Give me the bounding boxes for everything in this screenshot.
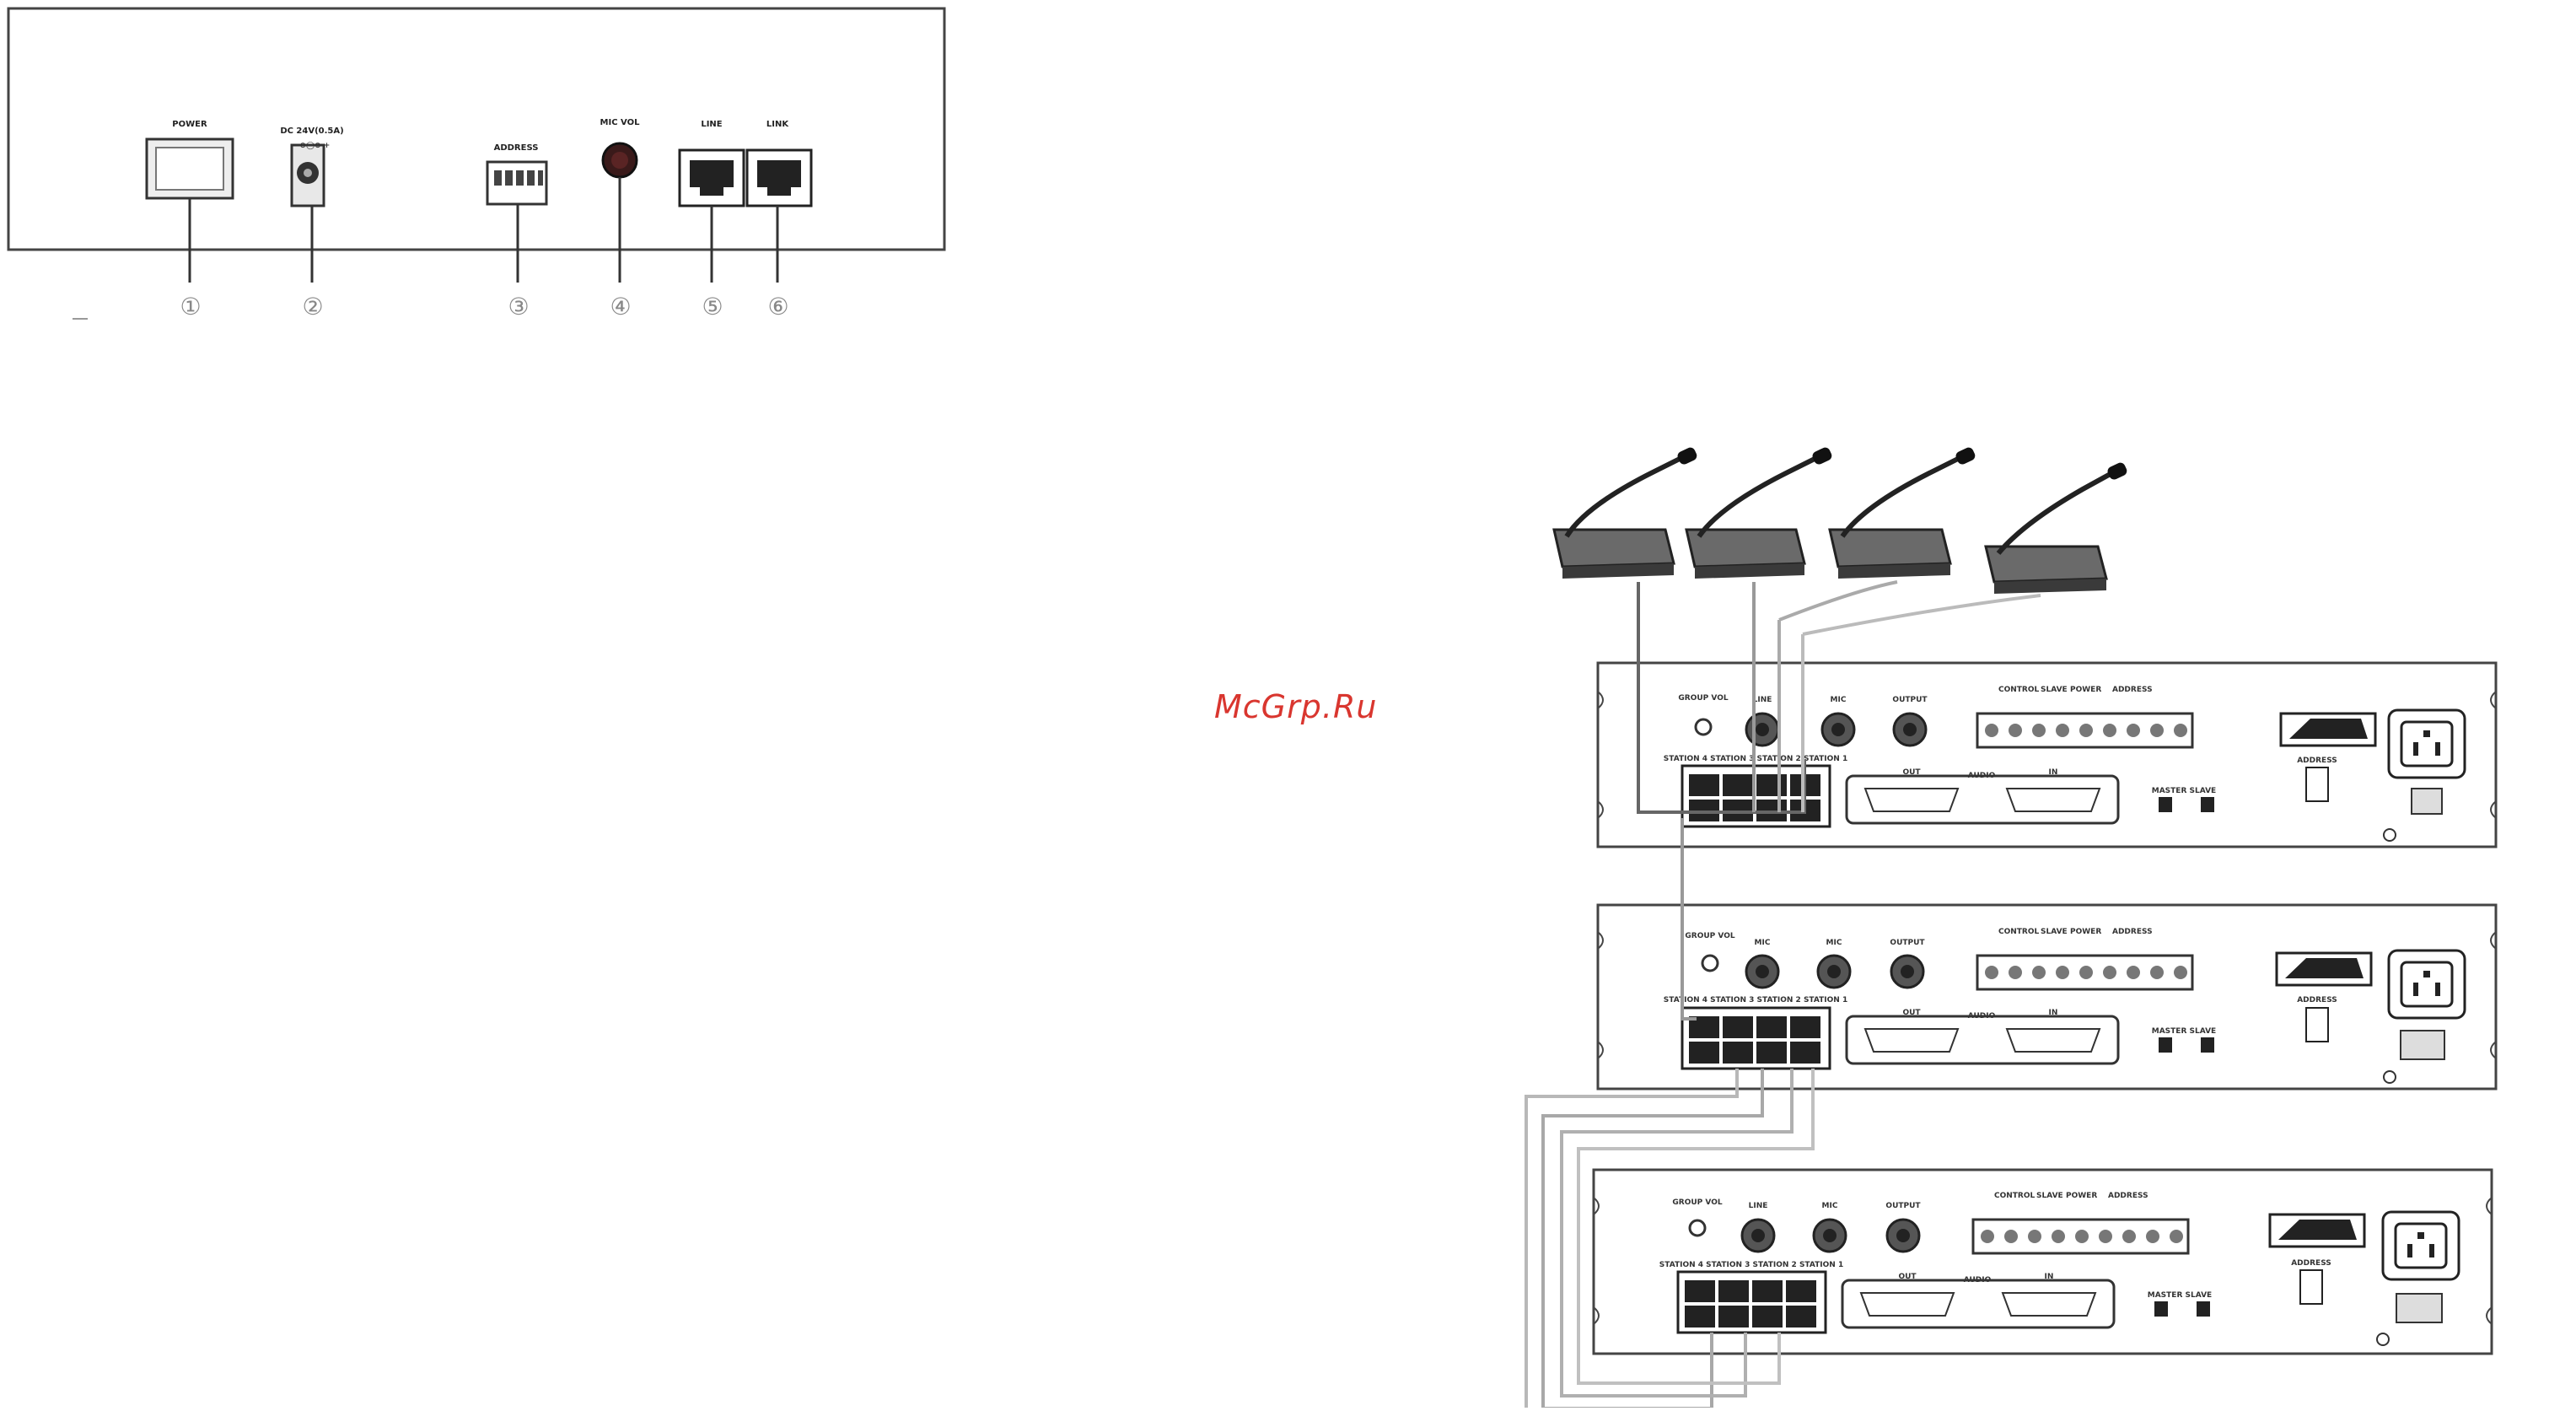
power-switch: POWER	[145, 120, 234, 200]
unit2-term-address: ADDRESS	[2112, 928, 2153, 936]
line-label: LINE	[701, 120, 722, 129]
rack-unit-2: GROUP VOL MIC MIC OUTPUT CONTROL SLAVE P…	[1596, 903, 2498, 1091]
dc-label: DC 24V(0.5A)	[280, 127, 343, 136]
cable-cascade-4	[1577, 1069, 1815, 1385]
unit3-link-label: AUDIO	[1964, 1276, 1992, 1284]
paging-microphone-2	[1685, 447, 1832, 579]
unit3-db25-in: IN	[2045, 1273, 2054, 1281]
unit2-jack1-label: MIC	[1755, 939, 1771, 947]
dc-polarity: − ⊖◯⊕ +	[291, 142, 331, 150]
unit3-group-vol-label: GROUP VOL	[1672, 1198, 1722, 1207]
link-label: LINK	[766, 120, 789, 129]
unit3-term-slave: SLAVE	[2036, 1192, 2063, 1200]
unit1-term-address: ADDRESS	[2112, 686, 2153, 694]
rack-unit-3: GROUP VOL LINE MIC OUTPUT CONTROL SLAVE …	[1592, 1168, 2493, 1355]
panel-outline	[7, 7, 946, 251]
unit1-jack1-label: LINE	[1753, 696, 1772, 704]
paging-microphone-1	[1552, 447, 1697, 579]
unit3-term-address: ADDRESS	[2108, 1192, 2148, 1200]
power-label: POWER	[172, 120, 207, 129]
unit2-switch-label: MASTER SLAVE	[2152, 1027, 2216, 1036]
unit2-rj45-label: STATION 4 STATION 3 STATION 2 STATION 1	[1664, 996, 1847, 1004]
address-dip-switch: ADDRESS	[486, 143, 548, 206]
unit1-group-vol-label: GROUP VOL	[1678, 694, 1728, 703]
callout-4: ④	[610, 293, 631, 320]
unit2-group-vol-label: GROUP VOL	[1685, 932, 1734, 940]
mic-vol-knob: MIC VOL	[600, 118, 641, 179]
unit3-jack1-label: LINE	[1749, 1202, 1768, 1210]
watermark-text: McGrp.Ru	[1214, 688, 1378, 725]
cables	[1525, 580, 2041, 1411]
callout-lines	[188, 177, 779, 283]
callout-1: ①	[180, 293, 201, 320]
unit1-jack3-label: OUTPUT	[1892, 696, 1928, 704]
unit1-db25-out: OUT	[1902, 768, 1921, 777]
callout-6: ⑥	[767, 293, 788, 320]
line-rj45-port: LINE	[678, 120, 745, 207]
cable-mic-4	[1801, 594, 2041, 812]
mic-vol-label: MIC VOL	[600, 118, 641, 127]
unit3-jack3-label: OUTPUT	[1885, 1202, 1921, 1210]
callout-2: ②	[302, 293, 323, 320]
microphone-stations	[1552, 447, 2127, 594]
unit1-term-slave: SLAVE	[2041, 686, 2068, 694]
unit1-jack2-label: MIC	[1831, 696, 1847, 704]
unit2-jack2-label: MIC	[1826, 939, 1842, 947]
rear-panel: POWER DC 24V(0.5A) − ⊖◯⊕ + ADDRESS MIC V…	[7, 7, 946, 320]
cable-unit1-to-unit2	[1681, 818, 1697, 1021]
unit1-db25-in: IN	[2049, 768, 2058, 777]
unit3-jack2-label: MIC	[1822, 1202, 1838, 1210]
unit3-db25-out: OUT	[1898, 1273, 1917, 1281]
link-rj45-port: LINK	[745, 120, 813, 207]
unit2-term-slave: SLAVE	[2041, 928, 2068, 936]
unit2-db25-out: OUT	[1902, 1009, 1921, 1017]
unit1-link-label: AUDIO	[1968, 772, 1996, 780]
unit1-term-control: CONTROL	[1998, 686, 2040, 694]
unit2-term-control: CONTROL	[1998, 928, 2040, 936]
unit2-address-label: ADDRESS	[2297, 996, 2337, 1004]
dc-jack: DC 24V(0.5A) − ⊖◯⊕ +	[280, 127, 344, 207]
unit2-term-power: POWER	[2070, 928, 2101, 936]
unit3-term-control: CONTROL	[1994, 1192, 2036, 1200]
cable-cascade-3	[1560, 1069, 1794, 1398]
callout-3: ③	[508, 293, 529, 320]
unit1-address-label: ADDRESS	[2297, 757, 2337, 765]
unit3-rj45-label: STATION 4 STATION 3 STATION 2 STATION 1	[1659, 1261, 1843, 1269]
unit1-switch-label: MASTER SLAVE	[2152, 787, 2216, 795]
cable-mic-3	[1777, 580, 1898, 812]
unit2-link-label: AUDIO	[1968, 1012, 1996, 1021]
rack-unit-1: GROUP VOL LINE MIC OUTPUT CONTROL SLAVE …	[1596, 661, 2498, 848]
unit1-term-power: POWER	[2070, 686, 2101, 694]
unit3-term-power: POWER	[2066, 1192, 2097, 1200]
unit2-db25-in: IN	[2049, 1009, 2058, 1017]
unit2-jack3-label: OUTPUT	[1890, 939, 1925, 947]
address-label: ADDRESS	[494, 143, 539, 153]
callout-5: ⑤	[702, 293, 723, 320]
unit3-switch-label: MASTER SLAVE	[2148, 1291, 2212, 1300]
paging-microphone-3	[1828, 447, 1976, 579]
paging-microphone-4	[1984, 462, 2127, 594]
cable-cascade-1	[1525, 1069, 1739, 1411]
unit3-address-label: ADDRESS	[2291, 1259, 2331, 1268]
